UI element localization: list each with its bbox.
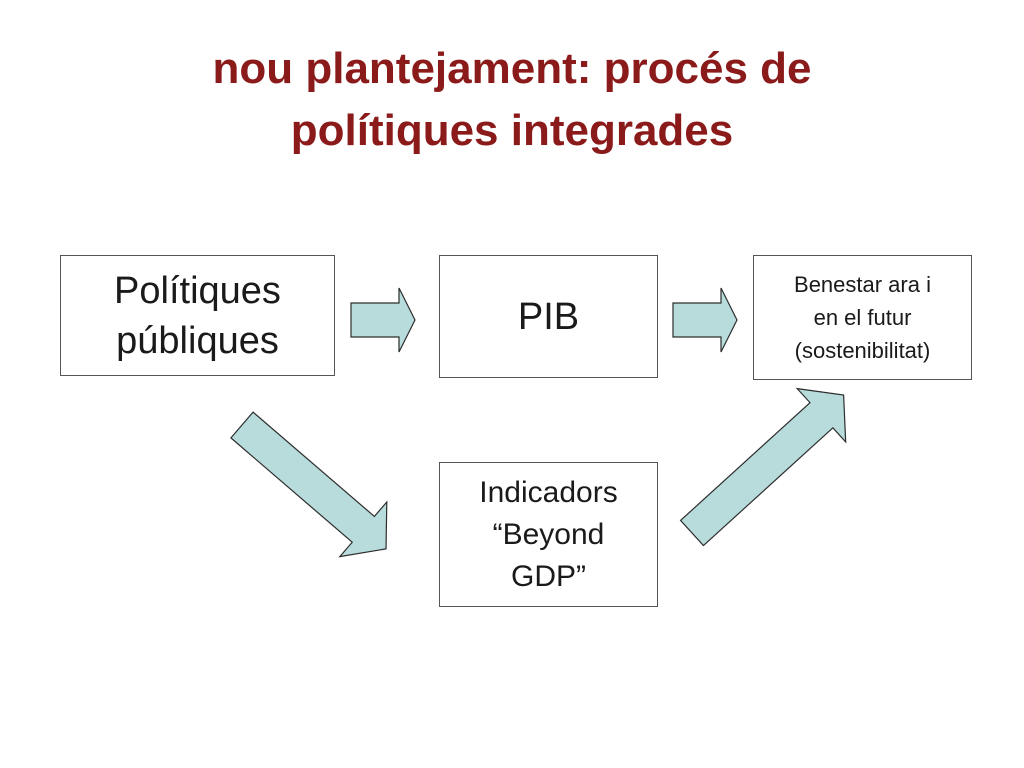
node-indicadors-line-2: “Beyond (492, 517, 605, 551)
slide-title-line-2: polítiques integrades (290, 106, 734, 155)
node-politiques-line-2: públiques (116, 319, 279, 362)
node-politiques-line-1: Polítiques (114, 269, 281, 312)
arrow-indicadors-to-benestar (679, 387, 847, 547)
node-indicadors-line-1: Indicadors (479, 475, 618, 509)
node-benestar-line-1: Benestar ara i (794, 272, 931, 297)
node-pib: PIB (439, 255, 658, 378)
arrow-politiques-to-indicadors (230, 411, 388, 558)
node-benestar-line-3: (sostenibilitat) (794, 338, 931, 363)
arrow-politiques-to-pib (350, 287, 416, 353)
node-indicadors-beyond-gdp: Indicadors “Beyond GDP” (439, 462, 658, 607)
node-pib-label: PIB (517, 295, 580, 338)
slide-title-line-1: nou plantejament: procés de (212, 44, 812, 93)
node-indicadors-line-3: GDP” (511, 559, 586, 593)
node-politiques-publiques: Polítiques públiques (60, 255, 335, 376)
node-benestar-line-2: en el futur (813, 305, 912, 330)
node-benestar: Benestar ara i en el futur (sostenibilit… (753, 255, 972, 380)
slide-title: nou plantejament: procés de polítiques i… (112, 38, 912, 162)
arrow-pib-to-benestar (672, 287, 738, 353)
